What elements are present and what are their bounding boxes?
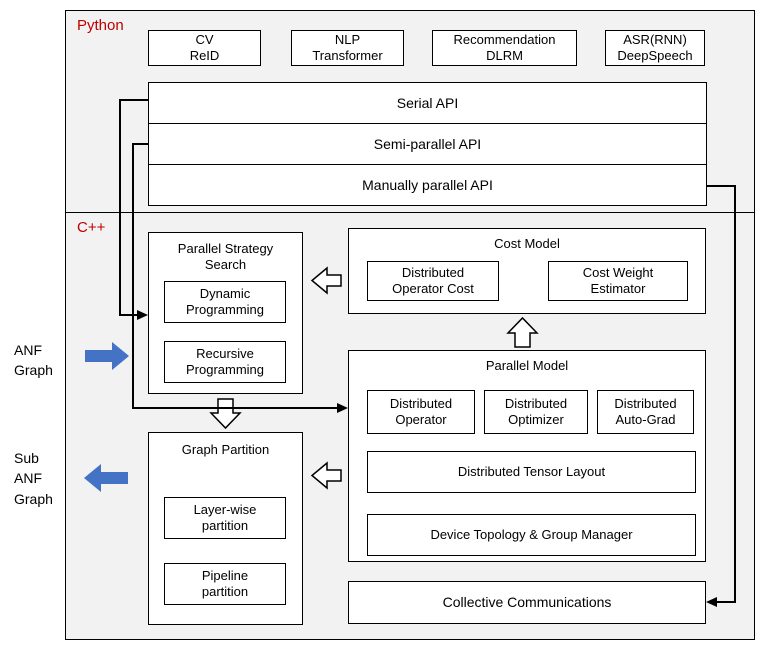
- graph-partition-title: Graph Partition: [181, 442, 270, 457]
- parallel-strategy-search-title: Parallel Strategy Search: [177, 241, 274, 273]
- anf-graph-label: ANF Graph: [14, 342, 53, 379]
- distributed-tensor-layout-box: Distributed Tensor Layout: [367, 451, 696, 493]
- app-line: Transformer: [312, 48, 383, 63]
- parallel-strategy-search-box: Parallel Strategy Search Dynamic Program…: [148, 232, 303, 394]
- pipeline-partition-box: Pipeline partition: [164, 563, 286, 605]
- cost-model-title: Cost Model: [494, 236, 560, 251]
- distributed-optimizer-box: Distributed Optimizer: [484, 390, 588, 434]
- parallel-model-box: Parallel Model Distributed Operator Dist…: [348, 350, 706, 562]
- app-line: Recommendation: [453, 32, 556, 48]
- app-line: ASR(RNN): [623, 32, 687, 48]
- app-line: ReID: [189, 48, 220, 63]
- semi-parallel-api-bar: Semi-parallel API: [148, 123, 707, 165]
- app-box-cv-reid: CV ReID: [148, 30, 261, 66]
- distributed-operator-cost-box: Distributed Operator Cost: [367, 261, 499, 301]
- parallel-model-title: Parallel Model: [485, 358, 569, 373]
- sub-anf-graph-label: Sub ANF Graph: [14, 450, 53, 507]
- distributed-auto-grad-box: Distributed Auto-Grad: [597, 390, 694, 434]
- cpp-label: C++: [77, 219, 106, 236]
- app-line: DeepSpeech: [617, 48, 693, 63]
- distributed-operator-box: Distributed Operator: [367, 390, 475, 434]
- app-line: CV: [195, 32, 214, 48]
- app-box-recommendation-dlrm: Recommendation DLRM: [432, 30, 577, 66]
- app-box-asr-deepspeech: ASR(RNN) DeepSpeech: [605, 30, 705, 66]
- app-line: NLP: [334, 32, 361, 48]
- cost-model-box: Cost Model Distributed Operator Cost Cos…: [348, 228, 706, 314]
- recursive-programming-box: Recursive Programming: [164, 341, 286, 383]
- dynamic-programming-box: Dynamic Programming: [164, 281, 286, 323]
- graph-partition-box: Graph Partition Layer-wise partition Pip…: [148, 432, 303, 625]
- python-label: Python: [77, 17, 124, 34]
- serial-api-bar: Serial API: [148, 82, 707, 124]
- device-topology-group-manager-box: Device Topology & Group Manager: [367, 514, 696, 556]
- layer-wise-partition-box: Layer-wise partition: [164, 497, 286, 539]
- manually-parallel-api-bar: Manually parallel API: [148, 164, 707, 206]
- app-line: DLRM: [486, 48, 523, 63]
- app-box-nlp-transformer: NLP Transformer: [291, 30, 404, 66]
- collective-communications-bar: Collective Communications: [348, 581, 706, 624]
- cost-weight-estimator-box: Cost Weight Estimator: [548, 261, 688, 301]
